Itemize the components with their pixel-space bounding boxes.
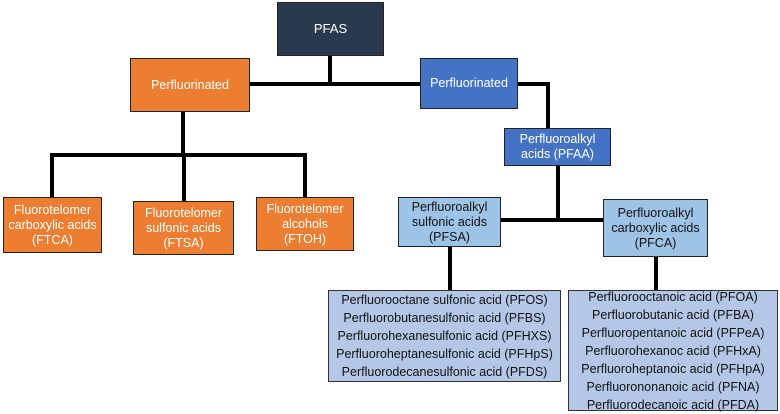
node-perfluorinated-right: Perfluorinated: [420, 58, 518, 109]
node-label: Perfluoroalkyl carboxylic acids (PFCA): [611, 205, 700, 250]
list-item: Perfluorobutanic acid (PFBA): [592, 307, 754, 322]
list-item: Perfluorobutanesulfonic acid (PFBS): [343, 311, 546, 325]
node-ftoh: Fluorotelomer alcohols (FTOH): [256, 197, 354, 251]
node-ftsa: Fluorotelomer sulfonic acids (FTSA): [133, 201, 234, 255]
node-label: Perfluorinated: [430, 76, 508, 90]
node-label: Perfluorinated: [151, 77, 229, 92]
list-item: Perfluoroheptanoic acid (PFHpA): [581, 361, 765, 376]
root-node-pfas: PFAS: [277, 2, 384, 56]
list-item: Perfluoropentanoic acid (PFPeA): [581, 325, 765, 340]
node-label: Perfluoroalkyl acids (PFAA): [519, 132, 596, 161]
node-label: Fluorotelomer sulfonic acids (FTSA): [144, 205, 223, 250]
node-label: Fluorotelomer alcohols (FTOH): [266, 201, 344, 246]
list-item: Perfluorononanoic acid (PFNA): [586, 379, 760, 394]
node-ftca: Fluorotelomer carboxylic acids (FTCA): [3, 197, 102, 253]
pfca-compound-list: Perfluorooctanoic acid (PFOA) Perfluorob…: [568, 289, 778, 412]
node-perfluorinated-left: Perfluorinated: [130, 58, 250, 112]
list-item: Perfluoroheptanesulfonic acid (PFHpS): [336, 347, 553, 361]
node-label: Fluorotelomer carboxylic acids (FTCA): [8, 202, 97, 247]
node-pfaa: Perfluoroalkyl acids (PFAA): [504, 128, 611, 166]
list-item: Perfluorooctanoic acid (PFOA): [588, 289, 758, 304]
list-item: Perfluorodecanesulfonic acid (PFDS): [341, 365, 548, 379]
list-item: Perfluorooctane sulfonic acid (PFOS): [341, 293, 548, 307]
root-node-label: PFAS: [313, 21, 348, 37]
pfsa-compound-list: Perfluorooctane sulfonic acid (PFOS) Per…: [328, 290, 561, 382]
connector-right-branch-to-pfaa: [516, 82, 550, 130]
node-label: Perfluoroalkyl sulfonic acids (PFSA): [411, 199, 488, 244]
list-item: Perfluorohexanesulfonic acid (PFHXS): [337, 329, 552, 343]
node-pfsa: Perfluoroalkyl sulfonic acids (PFSA): [398, 197, 501, 247]
list-item: Perfluorohexanoc acid (PFHxA): [585, 343, 761, 358]
node-pfca: Perfluoroalkyl carboxylic acids (PFCA): [603, 199, 708, 257]
list-item: Perfluorodecanoic acid (PFDA): [586, 397, 760, 412]
